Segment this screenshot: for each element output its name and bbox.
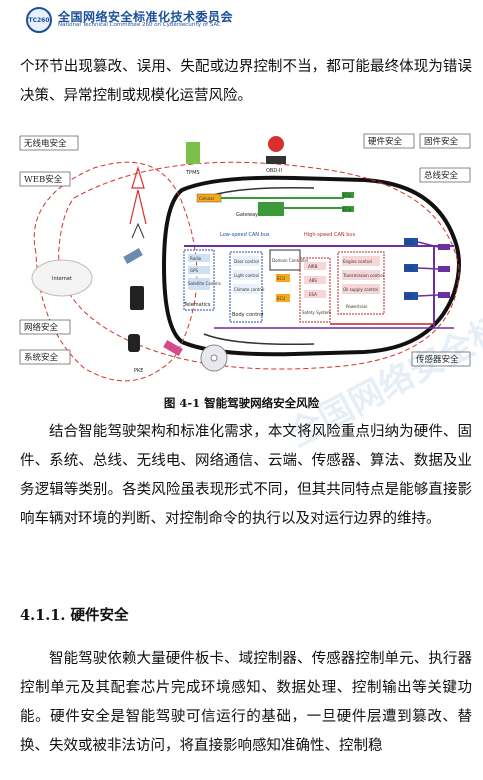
label-web: WEB安全 [24,174,63,185]
org-name-cn: 全国网络安全标准化技术委员会 [58,9,234,24]
gateway-board-icon [258,202,284,216]
ecu-orange-1: ECU [277,276,285,281]
label-engine-control: Engine control [343,259,372,264]
satellite-icon [123,248,143,264]
label-radio: Radio [190,256,202,261]
label-hardware: 硬件安全 [368,136,403,147]
label-gateway: Gateway [236,212,258,218]
label-domain-controller: Domain Controller [272,258,309,263]
section-title: 4.1.1. 硬件安全 [20,607,129,624]
label-pke: PKE [134,368,143,374]
antenna-tower-icon [129,165,147,225]
phone-icon [130,286,144,310]
paragraph-1: 个环节出现篡改、误用、失配或边界控制不当，都可能最终体现为错误决策、异常控制或规… [20,59,472,104]
figure-caption: 图 4-1 智能驾驶网络安全风险 [163,396,320,410]
obd-scanner-icon [268,136,284,152]
label-body-control: Body control [232,312,264,318]
label-firmware: 固件安全 [424,136,459,147]
label-door-control: Door control [234,259,259,264]
logo-text: TC260 [28,16,50,24]
ecu-green-1: ECU [343,193,351,198]
label-esa: ESA [309,292,317,297]
label-safety-system: Safety System [302,310,331,315]
org-name-en: National Technical Committee 260 on Cybe… [58,22,221,29]
risk-diagram-svg: 无线电安全 WEB安全 网络安全 系统安全 硬件安全 固件安全 总线安全 传感器… [19,133,471,382]
label-light-control: Light control [234,273,259,278]
paragraph-3: 智能驾驶依赖大量硬件板卡、域控制器、传感器控制单元、执行器控制单元及其配套芯片完… [20,651,472,754]
internet-cloud-icon [31,259,93,297]
label-low-speed-bus: Low-speed CAN bus [220,232,270,238]
usb-icon [163,340,183,356]
label-oil-supply-control: Oil supply control [343,287,378,292]
label-system: 系统安全 [24,352,59,363]
ecu-green-2: ECU [343,207,351,212]
label-satellite: Satellite Comms [188,281,221,286]
label-powertrain: Powertrain [346,304,368,309]
label-abs: ABS [309,278,317,283]
ecu-orange-2: ECU [277,296,285,301]
label-internet: Internet [52,276,72,282]
key-fob-icon [128,334,140,352]
label-sensor: 传感器安全 [416,354,459,365]
label-transmission-control: Transmission control [342,273,384,278]
header-text: 全国网络安全标准化技术委员会 National Technical Commit… [58,11,233,29]
label-cellular: Cellular [199,196,215,201]
header: TC260 全国网络安全标准化技术委员会 National Technical … [26,6,233,34]
ecu-blue-3: ECU [405,294,413,299]
label-telematics: Telematics [183,302,211,308]
label-tpms: TPMS [185,170,200,176]
paragraph-2: 结合智能驾驶架构和标准化需求，本文将风险重点归纳为硬件、固件、系统、总线、无线电… [20,424,472,527]
label-wireless: 无线电安全 [24,138,67,149]
label-high-speed-bus: High-speed CAN bus [304,232,356,238]
label-network: 网络安全 [24,322,59,333]
label-gps: GPS [190,268,199,273]
tpms-icon [186,142,200,164]
label-airb: AIRB [308,264,318,269]
tc260-logo: TC260 [26,7,52,33]
label-obd: OBD-II [266,168,282,174]
label-bus: 总线安全 [424,170,459,181]
label-climate-control: Climate control [234,287,265,292]
ecu-blue-1: ECU [405,240,413,245]
car-outline [161,175,461,357]
ecu-blue-2: ECU [405,266,413,271]
figure-risk-diagram: 无线电安全 WEB安全 网络安全 系统安全 硬件安全 固件安全 总线安全 传感器… [14,128,472,390]
